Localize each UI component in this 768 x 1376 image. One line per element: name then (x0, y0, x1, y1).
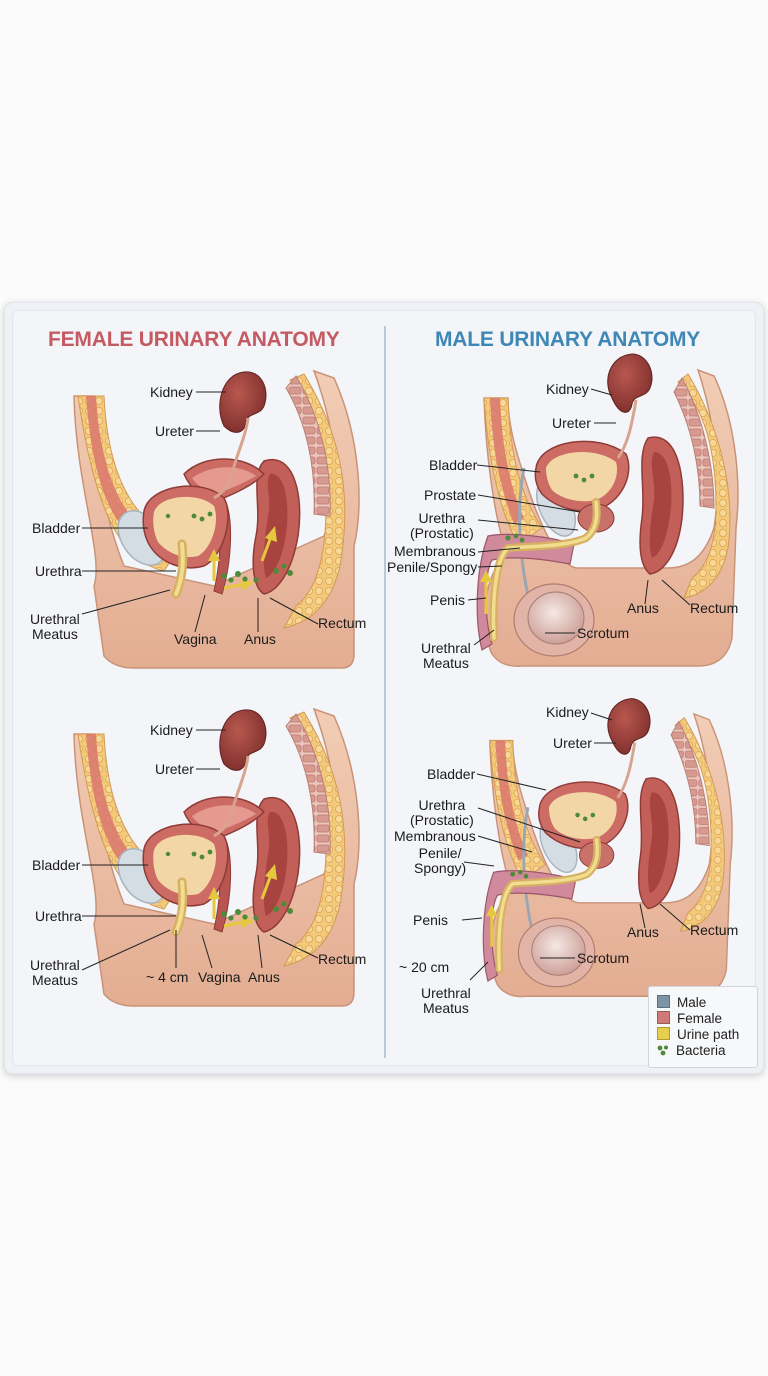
male-top-urethra-prostatic-label: Urethra (Prostatic) (410, 510, 474, 541)
female-bottom-vagina-label: Vagina (198, 969, 241, 985)
bacteria-icon (657, 1045, 668, 1056)
male-bottom-membranous-label: Membranous (394, 828, 476, 844)
female-bottom-bladder-label: Bladder (32, 857, 81, 873)
male-diagram-top (476, 353, 739, 667)
legend-swatch-female (657, 1011, 670, 1024)
legend: Male Female Urine path Bacteria (648, 986, 758, 1068)
legend-label-female: Female (677, 1011, 723, 1026)
female-bottom-rectum-label: Rectum (318, 951, 367, 967)
legend-swatch-male (657, 995, 670, 1008)
legend-swatch-urine-path (657, 1027, 670, 1040)
male-bottom-penile-label: Penile/ Spongy) (414, 845, 467, 876)
female-top-bladder-label: Bladder (32, 520, 81, 536)
male-bottom-anus-label: Anus (627, 924, 659, 940)
panel-divider (384, 326, 386, 1058)
legend-item-female: Female (657, 1011, 722, 1027)
male-bottom-scrotum-label: Scrotum (577, 950, 630, 966)
male-top-scrotum-label: Scrotum (577, 625, 630, 641)
female-top-ureter-label: Ureter (155, 423, 194, 439)
female-top-kidney-label: Kidney (150, 384, 193, 400)
male-top-membranous-label: Membranous (394, 543, 476, 559)
legend-label-urine-path: Urine path (677, 1027, 740, 1042)
male-bottom-rectum-label: Rectum (690, 922, 739, 938)
male-top-penis-label: Penis (430, 592, 466, 608)
male-top-rectum-label: Rectum (690, 600, 739, 616)
female-top-vagina-label: Vagina (174, 631, 217, 647)
male-diagram-bottom (482, 698, 733, 998)
legend-item-male: Male (657, 995, 706, 1011)
female-diagram-bottom (73, 707, 360, 1007)
male-bottom-penis-label: Penis (413, 912, 449, 928)
legend-item-bacteria: Bacteria (657, 1043, 726, 1059)
female-title: FEMALE URINARY ANATOMY (48, 328, 340, 351)
legend-label-male: Male (677, 995, 707, 1010)
male-bottom-length-label: ~ 20 cm (399, 959, 450, 975)
male-bottom-ureter-label: Ureter (553, 735, 592, 751)
male-top-penile-label: Penile/Spongy (387, 559, 478, 575)
female-bottom-anus-label: Anus (248, 969, 280, 985)
female-bottom-meatus-label: Urethral Meatus (30, 957, 80, 988)
female-top-meatus-label: Urethral Meatus (30, 611, 80, 642)
legend-swatch-bacteria (657, 1044, 669, 1056)
female-top-urethra-label: Urethra (35, 563, 82, 579)
male-top-prostate-label: Prostate (424, 487, 477, 503)
female-bottom-ureter-label: Ureter (155, 761, 194, 777)
male-top-meatus-label: Urethral Meatus (421, 640, 471, 671)
male-bottom-kidney-label: Kidney (546, 704, 589, 720)
male-bottom-urethra-prostatic-label: Urethra (Prostatic) (410, 797, 474, 828)
male-top-kidney-label: Kidney (546, 381, 589, 397)
female-bottom-kidney-label: Kidney (150, 722, 193, 738)
male-bottom-bladder-label: Bladder (427, 766, 476, 782)
female-diagram-top (73, 369, 360, 669)
legend-label-bacteria: Bacteria (676, 1043, 726, 1058)
male-top-anus-label: Anus (627, 600, 659, 616)
male-title: MALE URINARY ANATOMY (435, 328, 701, 351)
female-top-anus-label: Anus (244, 631, 276, 647)
male-bottom-meatus-label: Urethral Meatus (421, 985, 471, 1016)
female-bottom-urethra-label: Urethra (35, 908, 82, 924)
male-top-ureter-label: Ureter (552, 415, 591, 431)
legend-item-urine-path: Urine path (657, 1027, 739, 1043)
female-top-rectum-label: Rectum (318, 615, 367, 631)
male-top-bladder-label: Bladder (429, 457, 478, 473)
female-bottom-length-label: ~ 4 cm (146, 969, 189, 985)
